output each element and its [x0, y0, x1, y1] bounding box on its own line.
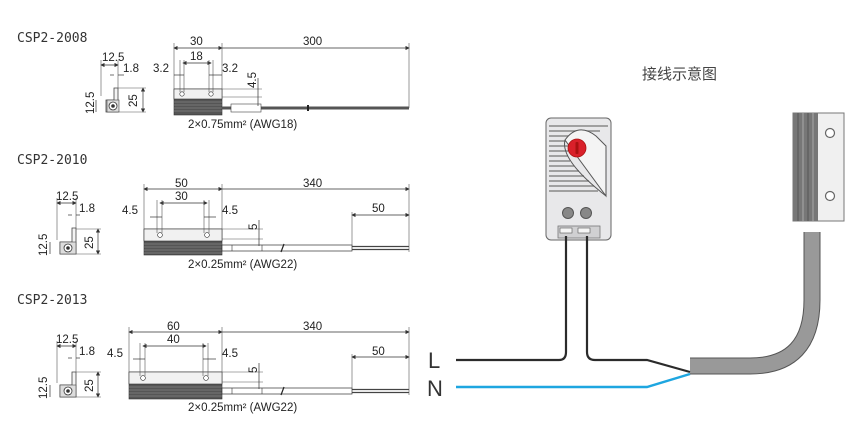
terminal-screw-icon	[580, 207, 592, 219]
dim-label-left-edge: 4.5	[107, 348, 123, 360]
model-title: CSP2-2008	[17, 31, 87, 46]
dim-label-length: 30	[190, 36, 203, 48]
dim-label-hole-offset: 5	[248, 224, 260, 230]
dim-label-height: 25	[84, 236, 96, 249]
dim-label-hole-offset: 5	[248, 367, 260, 373]
dim-label-width: 12.5	[102, 52, 124, 64]
neutral-wire	[456, 372, 691, 389]
screw-hole-icon	[140, 375, 146, 381]
return-wire	[585, 236, 691, 374]
mount-hole-center-icon	[66, 389, 70, 393]
dim-label-base: 12.5	[85, 92, 97, 114]
side-view: 12.5 1.8 25 12.5	[38, 191, 101, 256]
dim-label-right-edge: 4.5	[222, 348, 238, 360]
dim-label-hole-spacing: 40	[167, 334, 180, 346]
dim-label-right-edge: 4.5	[222, 205, 238, 217]
dim-label-width: 12.5	[56, 191, 78, 203]
cable	[221, 387, 353, 395]
dim-label-hole-offset: 4.5	[247, 72, 259, 88]
cable	[221, 244, 353, 252]
cable-sleeve	[230, 103, 262, 113]
screw-hole-icon	[203, 375, 209, 381]
top-view: 50 340 30 4.5 4.5 5 50 2×0.25mm² (AWG22)	[122, 178, 410, 271]
live-label: L	[428, 348, 440, 373]
dim-label-hole-spacing: 18	[190, 51, 203, 63]
dim-label-left-edge: 3.2	[153, 63, 169, 75]
screw-hole-icon	[204, 232, 210, 238]
dim-label-length: 50	[175, 178, 188, 190]
neutral-label: N	[427, 376, 443, 401]
dim-label-thickness: 1.8	[79, 203, 95, 215]
dim-label-base: 12.5	[38, 234, 50, 256]
dim-label-right-edge: 3.2	[222, 63, 238, 75]
screw-hole-icon	[208, 91, 214, 97]
knob-indicator	[575, 142, 579, 154]
mount-hole-center-icon	[66, 246, 70, 250]
cable-marker	[307, 105, 309, 111]
drawing-csp2-2010: CSP2-2010 12.5 1.8 25 12.5	[17, 153, 410, 271]
cable-break	[280, 386, 285, 396]
model-title: CSP2-2010	[17, 153, 87, 168]
side-view: 12.5 1.8 25 12.5	[38, 334, 101, 399]
dim-label-length: 60	[167, 321, 180, 333]
dim-label-left-edge: 4.5	[122, 205, 138, 217]
dim-label-width: 12.5	[56, 334, 78, 346]
dim-label-hole-spacing: 30	[175, 191, 188, 203]
wiring-title: 接线示意图	[642, 65, 717, 83]
mount-hole-icon	[824, 127, 836, 139]
live-wire	[456, 236, 568, 362]
screw-hole-icon	[179, 91, 185, 97]
cable-break	[280, 243, 285, 253]
wire-spec: 2×0.25mm² (AWG22)	[188, 259, 297, 271]
dim-label-height: 25	[128, 94, 140, 107]
mount-hole-center-icon	[111, 104, 115, 108]
wire-spec: 2×0.75mm² (AWG18)	[188, 119, 297, 131]
mount-hole-icon	[824, 190, 836, 202]
heater-flange	[173, 88, 223, 100]
wire-spec: 2×0.25mm² (AWG22)	[188, 402, 297, 414]
dim-label-cable-length: 340	[303, 178, 322, 190]
heater-cable	[690, 232, 820, 374]
dim-label-cable-length: 340	[303, 321, 322, 333]
top-view: 60 340 40 4.5 4.5 5 50 2×0.25mm² (AWG22)	[107, 321, 410, 414]
dim-label-thickness: 1.8	[79, 346, 95, 358]
model-title: CSP2-2013	[17, 293, 87, 308]
drawing-csp2-2008: CSP2-2008 12.5 1.8 25 12.5	[17, 31, 410, 131]
thermostat-icon	[545, 117, 612, 241]
side-view: 12.5 1.8 25 12.5	[85, 52, 146, 114]
heater-flange	[143, 228, 223, 242]
dim-label-strip-length: 50	[372, 346, 385, 358]
wiring-diagram: 接线示意图	[427, 65, 845, 401]
heater-flange	[128, 371, 223, 385]
heater-icon	[690, 112, 845, 375]
screw-hole-icon	[157, 232, 163, 238]
dim-label-cable-length: 300	[303, 36, 322, 48]
dim-label-thickness: 1.8	[123, 63, 139, 75]
top-view: 30 300 18 3.2 3.2 4.5 2×0.75mm² (AWG18)	[153, 36, 410, 131]
dim-label-strip-length: 50	[372, 203, 385, 215]
dim-label-height: 25	[84, 379, 96, 392]
dim-label-base: 12.5	[38, 377, 50, 399]
terminal-screw-icon	[562, 207, 574, 219]
drawing-csp2-2013: CSP2-2013 12.5 1.8 25 12.5	[17, 293, 410, 414]
